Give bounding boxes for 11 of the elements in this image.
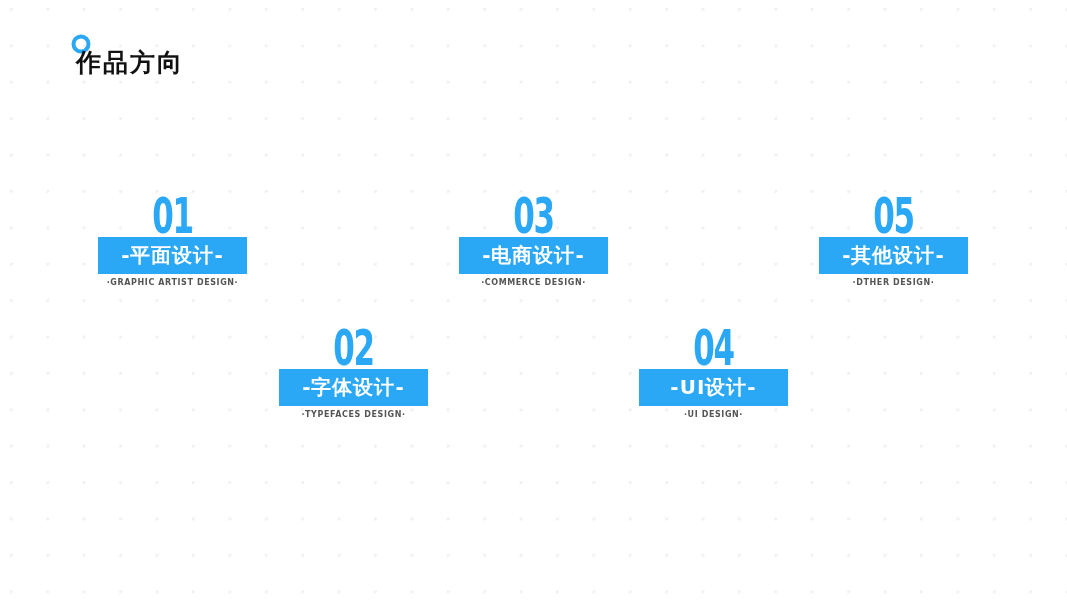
category-banner: -字体设计- [279, 369, 428, 406]
english-subtitle: ·UI DESIGN· [682, 410, 744, 419]
english-subtitle: ·GRAPHIC ARTIST DESIGN· [105, 278, 240, 287]
category-banner: -UI设计- [639, 369, 788, 406]
english-subtitle: ·TYPEFACES DESIGN· [300, 410, 407, 419]
title: 作品方向 [76, 47, 184, 79]
category-banner: -平面设计- [98, 237, 247, 274]
category-banner: -电商设计- [459, 237, 608, 274]
english-subtitle: ·COMMERCE DESIGN· [480, 278, 587, 287]
category-banner: -其他设计- [819, 237, 968, 274]
english-subtitle: ·DTHER DESIGN· [851, 278, 936, 287]
